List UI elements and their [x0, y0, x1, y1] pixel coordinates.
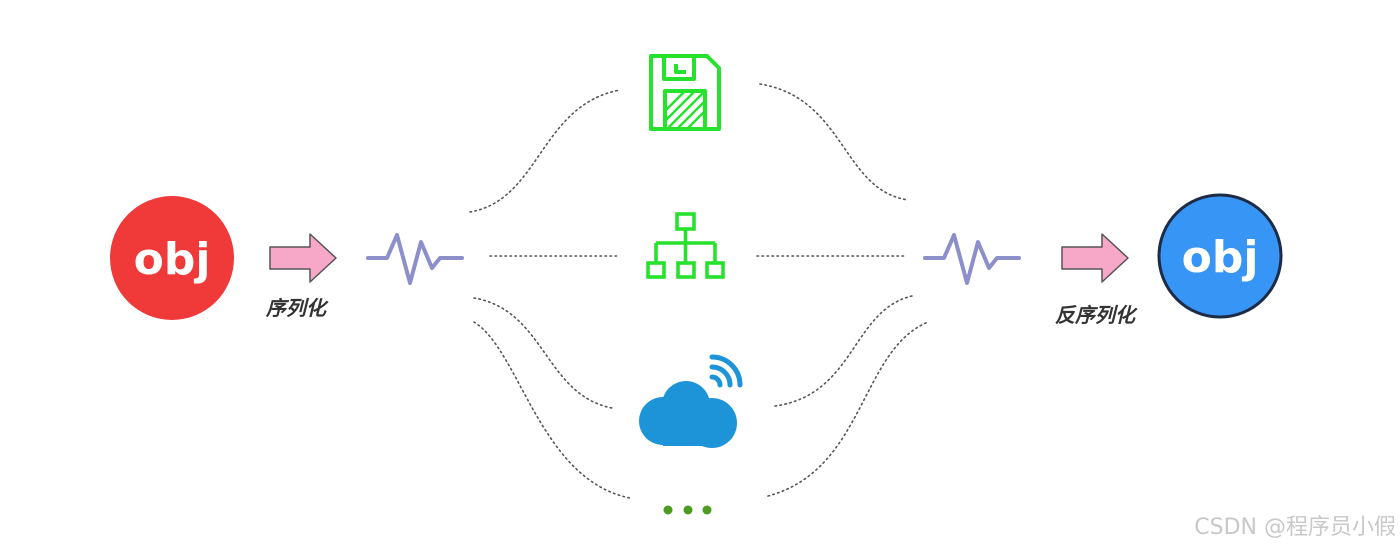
serialize-step: 序列化 — [265, 233, 337, 320]
deserialize-arrow — [1061, 233, 1129, 283]
floppy-label-stripes — [665, 91, 705, 129]
deserialize-label: 反序列化 — [1055, 303, 1138, 327]
target-object-label: obj — [1182, 232, 1259, 283]
connector-left-to-floppy — [469, 89, 621, 213]
target-object: obj — [1157, 193, 1283, 319]
serialize-label: 序列化 — [265, 296, 329, 320]
target-object-circle — [1157, 193, 1283, 319]
connector-more-to-right — [767, 321, 929, 497]
deserialize-step: 反序列化 — [1055, 233, 1138, 327]
source-object: obj — [110, 196, 234, 320]
more-dots-icon — [663, 505, 712, 515]
source-object-label: obj — [134, 234, 211, 285]
connector-left-to-more — [473, 321, 631, 499]
floppy-label — [663, 89, 707, 131]
connector-left-to-cloud — [473, 297, 613, 409]
wireless-signal — [709, 354, 743, 388]
floppy-shutter — [662, 54, 696, 81]
floppy-disk-icon — [649, 54, 721, 131]
cloud-wireless-icon — [639, 354, 743, 448]
cloud-shape — [639, 381, 737, 448]
connector-floppy-to-right — [759, 83, 909, 201]
connector-cloud-to-right — [774, 295, 913, 407]
floppy-body — [649, 54, 721, 131]
left-connectors — [469, 89, 631, 499]
right-connectors — [756, 83, 929, 497]
serialize-arrow — [269, 233, 337, 283]
watermark: CSDN @程序员小假 — [1194, 515, 1396, 540]
right-byte-stream-wave — [923, 233, 1021, 285]
source-object-circle — [110, 196, 234, 320]
network-hierarchy-icon — [646, 212, 725, 279]
floppy-shutter-mark — [674, 64, 686, 74]
left-byte-stream-wave — [366, 233, 464, 285]
